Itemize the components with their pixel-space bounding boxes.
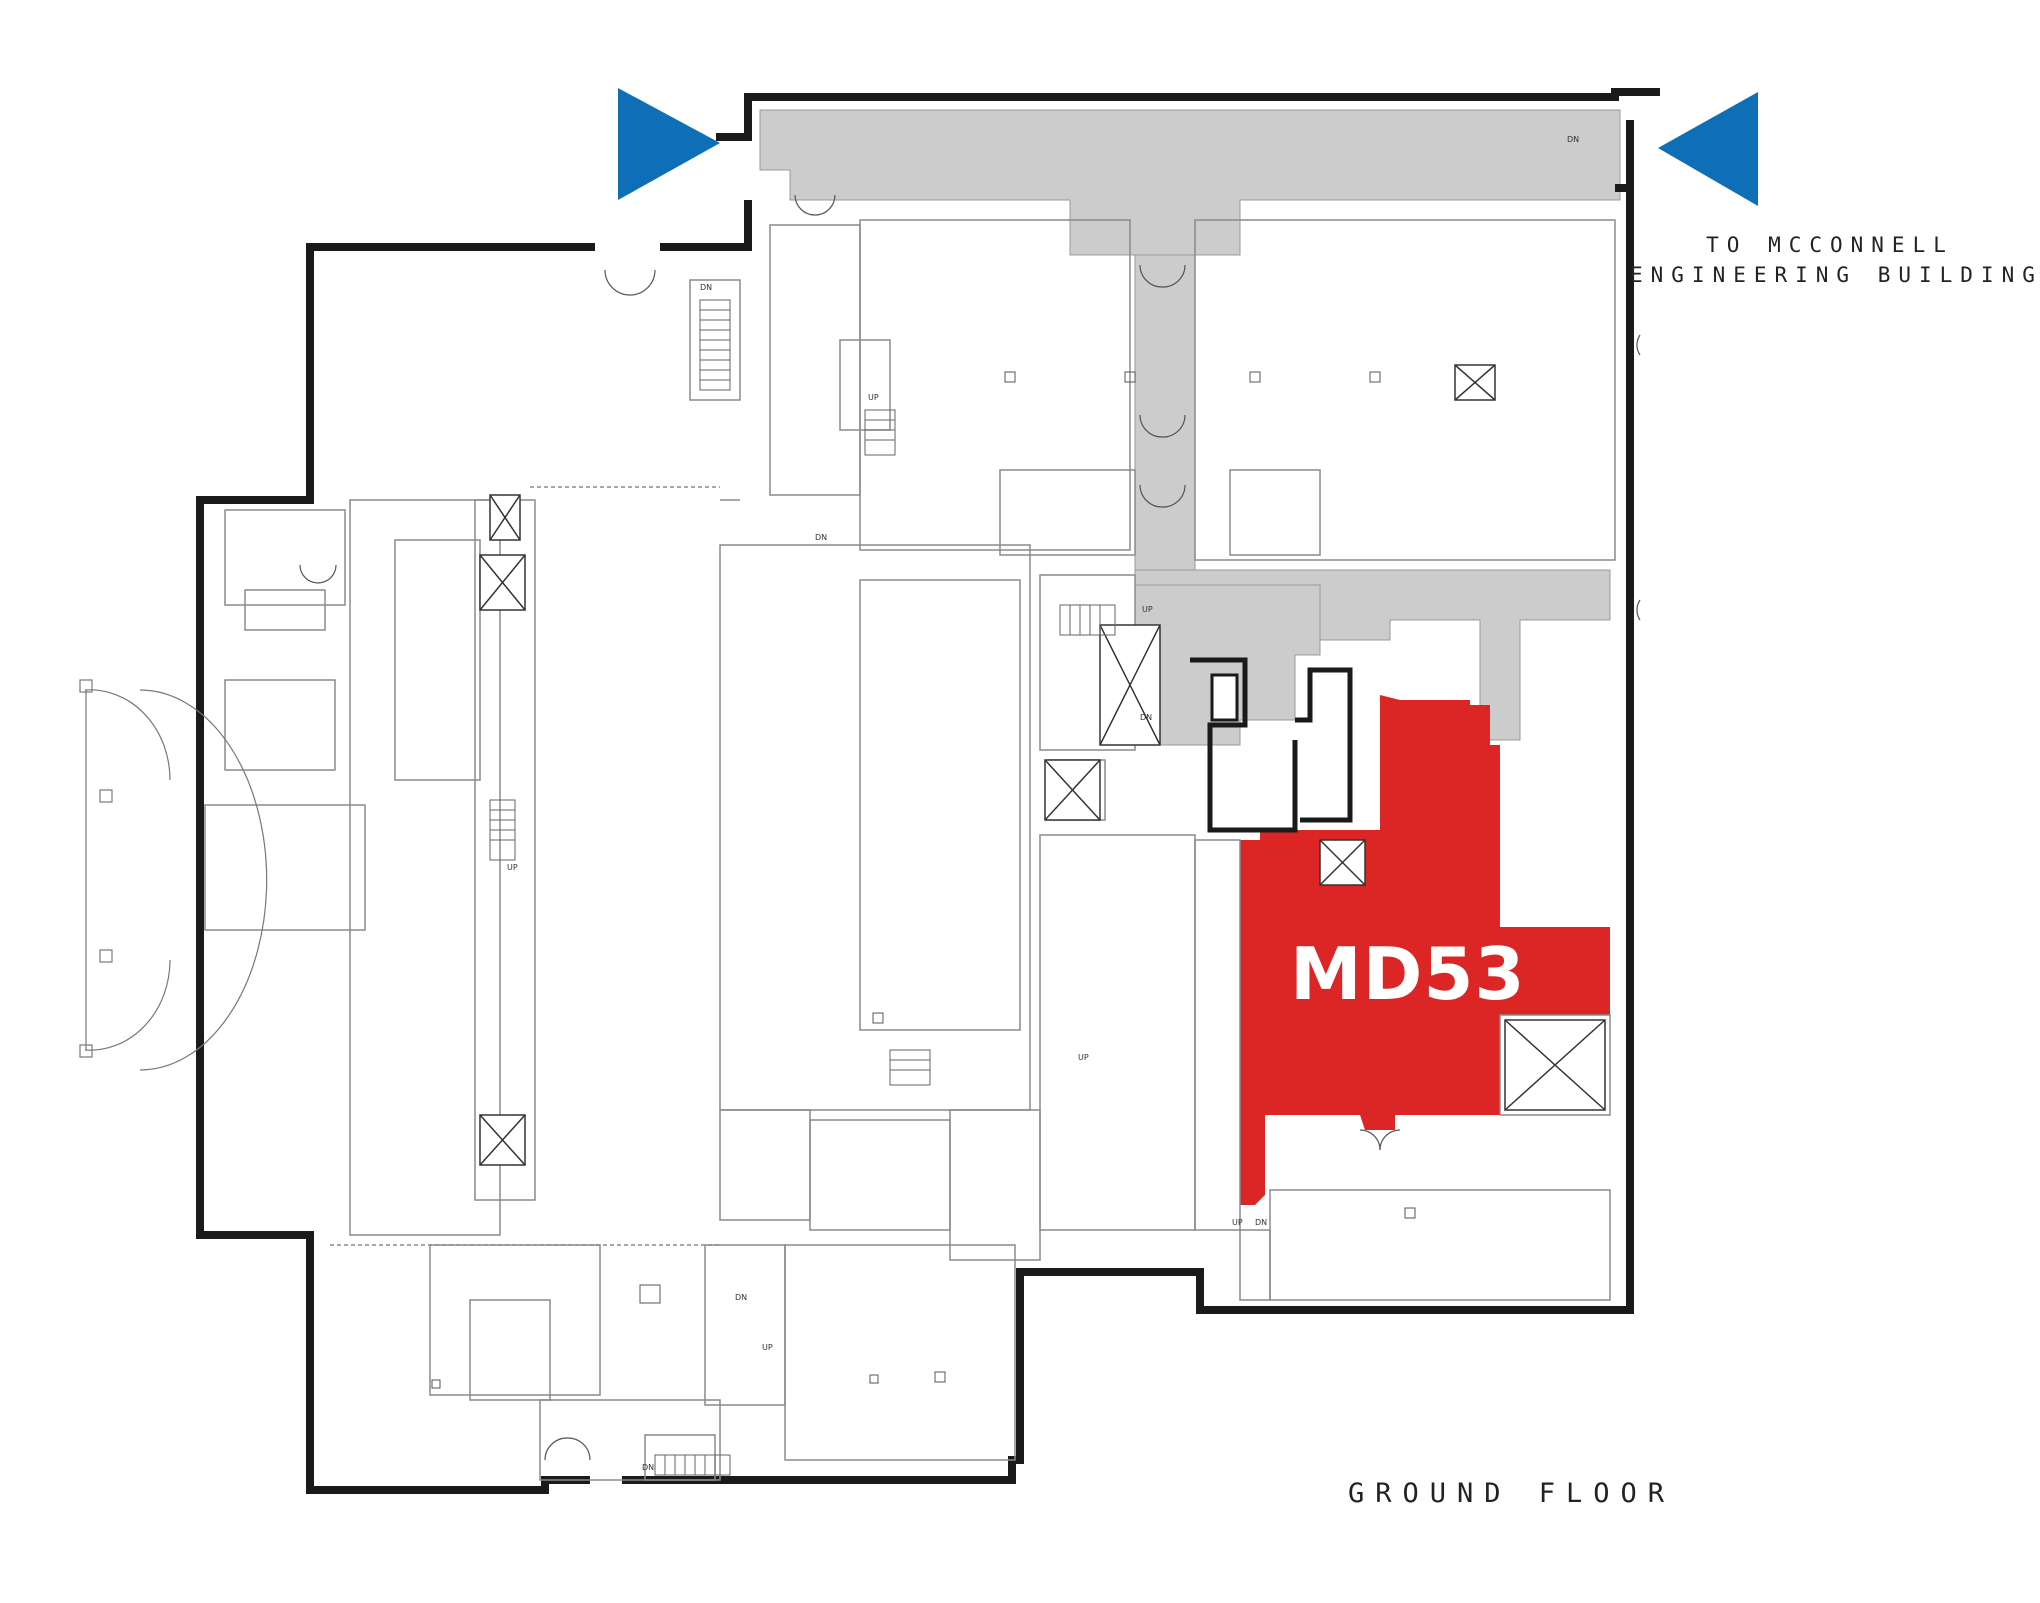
stair-runs xyxy=(489,299,1116,1476)
door-swings xyxy=(299,194,1641,1461)
stair-tag-dn-6: DN xyxy=(735,1293,747,1302)
stair-tag-dn-4: DN xyxy=(1255,1218,1267,1227)
stair-tag-up-2: UP xyxy=(507,863,518,872)
columns xyxy=(431,371,1416,1389)
directions-label: TO MCCONNELL ENGINEERING BUILDING xyxy=(1630,230,2040,290)
stair-tag-dn-1: DN xyxy=(700,283,712,292)
stair-tag-dn-7: DN xyxy=(642,1463,654,1472)
corridor-network xyxy=(759,109,1621,746)
central-corridor xyxy=(1134,254,1196,586)
stair-tag-dn-2: DN xyxy=(815,533,827,542)
directions-line-1: TO MCCONNELL xyxy=(1706,233,1954,257)
triangle-left-icon xyxy=(1658,92,1758,206)
stair-tag-dn-3: DN xyxy=(1140,713,1152,722)
directions-line-2: ENGINEERING BUILDING xyxy=(1630,263,2040,287)
exterior-curved-stairs xyxy=(79,679,268,1071)
interior-walls xyxy=(204,219,1616,1481)
exterior-walls xyxy=(196,88,1660,1494)
shaft-boxes xyxy=(479,364,1606,1166)
stair-tags: UP UP UP UP UP UP DN DN DN DN DN DN DN xyxy=(507,135,1579,1472)
room-md53-area[interactable] xyxy=(1240,695,1610,1205)
triangle-right-icon xyxy=(618,88,720,200)
core-walls xyxy=(1190,657,1353,833)
stair-tag-up-6: UP xyxy=(762,1343,773,1352)
stair-tag-dn-5: DN xyxy=(1567,135,1579,144)
stair-tag-up-4: UP xyxy=(1142,605,1153,614)
stair-tag-up-1: UP xyxy=(868,393,879,402)
room-md53-label: MD53 xyxy=(1290,932,1526,1016)
stair-tag-up-5: UP xyxy=(1232,1218,1243,1227)
stair-tag-up-3: UP xyxy=(1078,1053,1089,1062)
north-corridor xyxy=(759,109,1621,256)
floor-label: GROUND FLOOR xyxy=(1348,1478,1676,1509)
